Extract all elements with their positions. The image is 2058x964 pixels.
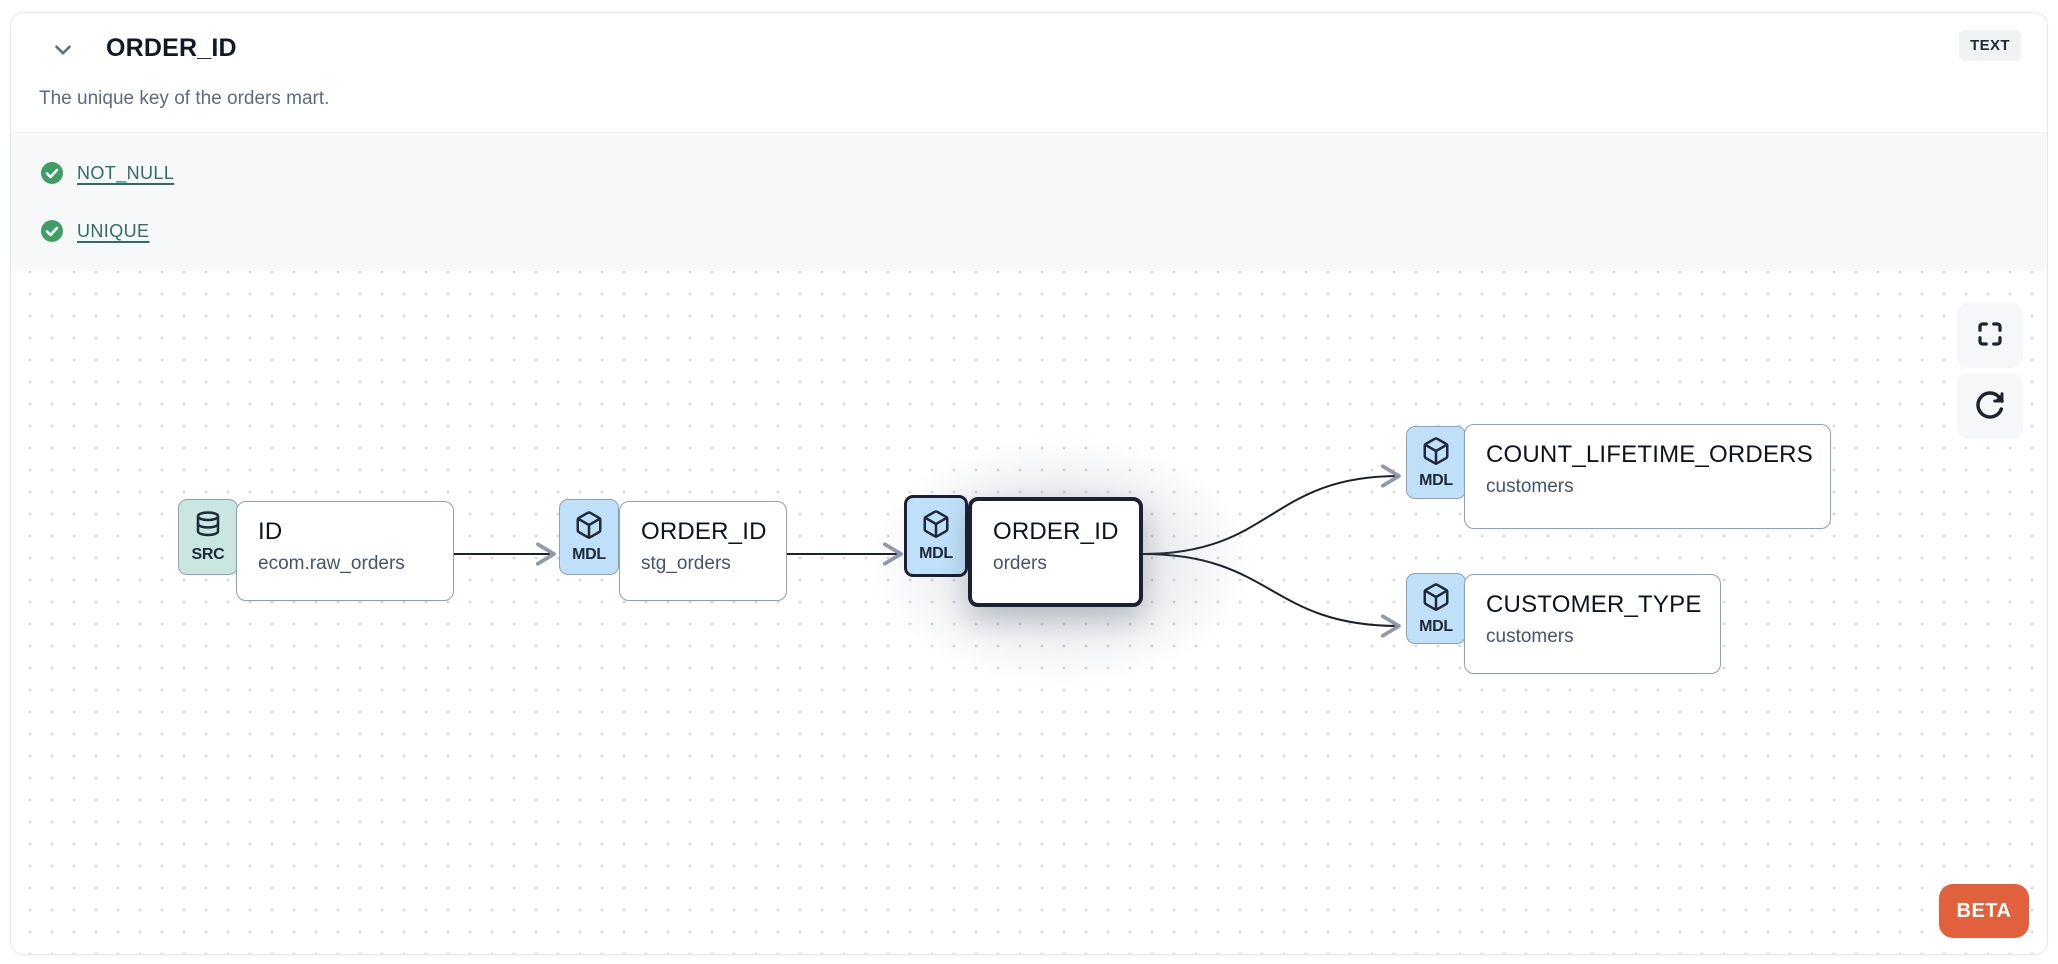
lineage-node-customer-type[interactable]: CUSTOMER_TYPE customers bbox=[1464, 574, 1721, 674]
lineage-node-order-id-stg-orders[interactable]: ORDER_ID stg_orders bbox=[619, 501, 787, 601]
lineage-edges bbox=[454, 464, 1401, 638]
node-badge-model[interactable]: MDL bbox=[559, 499, 619, 575]
cube-icon bbox=[1421, 582, 1451, 617]
node-subtitle: orders bbox=[993, 553, 1047, 574]
node-title: COUNT_LIFETIME_ORDERS bbox=[1486, 441, 1813, 468]
node-badge-model[interactable]: MDL bbox=[904, 495, 968, 577]
node-badge-label: SRC bbox=[191, 546, 225, 563]
node-badge-label: MDL bbox=[919, 545, 953, 562]
node-subtitle: stg_orders bbox=[641, 553, 731, 574]
lineage-node-order-id-orders-selected[interactable]: ORDER_ID orders bbox=[968, 497, 1143, 607]
column-description: The unique key of the orders mart. bbox=[39, 88, 330, 109]
lineage-node-count-lifetime-orders[interactable]: COUNT_LIFETIME_ORDERS customers bbox=[1464, 424, 1831, 529]
column-type-badge: TEXT bbox=[1959, 30, 2021, 61]
check-circle-icon bbox=[40, 161, 64, 185]
node-badge-model[interactable]: MDL bbox=[1406, 573, 1466, 644]
column-detail-card: ORDER_ID TEXT The unique key of the orde… bbox=[10, 12, 2048, 955]
tests-section: NOT_NULL UNIQUE bbox=[11, 132, 2047, 271]
test-row: NOT_NULL bbox=[40, 159, 2047, 187]
refresh-button[interactable] bbox=[1957, 373, 2023, 439]
node-badge-source[interactable]: SRC bbox=[178, 499, 238, 575]
refresh-icon bbox=[1974, 389, 2006, 424]
column-title: ORDER_ID bbox=[106, 34, 237, 62]
column-header: ORDER_ID TEXT The unique key of the orde… bbox=[11, 13, 2047, 132]
cube-icon bbox=[1421, 436, 1451, 471]
check-circle-icon bbox=[40, 219, 64, 243]
lineage-canvas[interactable]: SRC ID ecom.raw_orders MDL ORDER_ID stg_… bbox=[11, 271, 2047, 954]
node-title: ORDER_ID bbox=[641, 518, 767, 545]
chevron-down-icon bbox=[50, 37, 76, 66]
node-badge-label: MDL bbox=[1419, 471, 1453, 489]
node-subtitle: customers bbox=[1486, 476, 1574, 497]
database-icon bbox=[193, 510, 223, 545]
node-badge-label: MDL bbox=[1419, 617, 1453, 635]
node-title: ORDER_ID bbox=[993, 518, 1119, 545]
node-badge-model[interactable]: MDL bbox=[1406, 426, 1466, 499]
fullscreen-button[interactable] bbox=[1957, 302, 2023, 368]
test-link-not-null[interactable]: NOT_NULL bbox=[77, 162, 175, 183]
test-link-unique[interactable]: UNIQUE bbox=[77, 220, 150, 241]
collapse-button[interactable] bbox=[47, 35, 79, 67]
test-row: UNIQUE bbox=[40, 217, 2047, 245]
cube-icon bbox=[574, 510, 604, 545]
node-badge-label: MDL bbox=[572, 546, 606, 563]
cube-icon bbox=[921, 509, 951, 544]
beta-badge: BETA bbox=[1939, 884, 2029, 938]
node-subtitle: ecom.raw_orders bbox=[258, 553, 405, 574]
node-subtitle: customers bbox=[1486, 626, 1574, 647]
node-title: CUSTOMER_TYPE bbox=[1486, 591, 1702, 618]
fullscreen-icon bbox=[1975, 319, 2005, 352]
lineage-node-id-raw-orders[interactable]: ID ecom.raw_orders bbox=[236, 501, 454, 601]
node-title: ID bbox=[258, 518, 283, 545]
